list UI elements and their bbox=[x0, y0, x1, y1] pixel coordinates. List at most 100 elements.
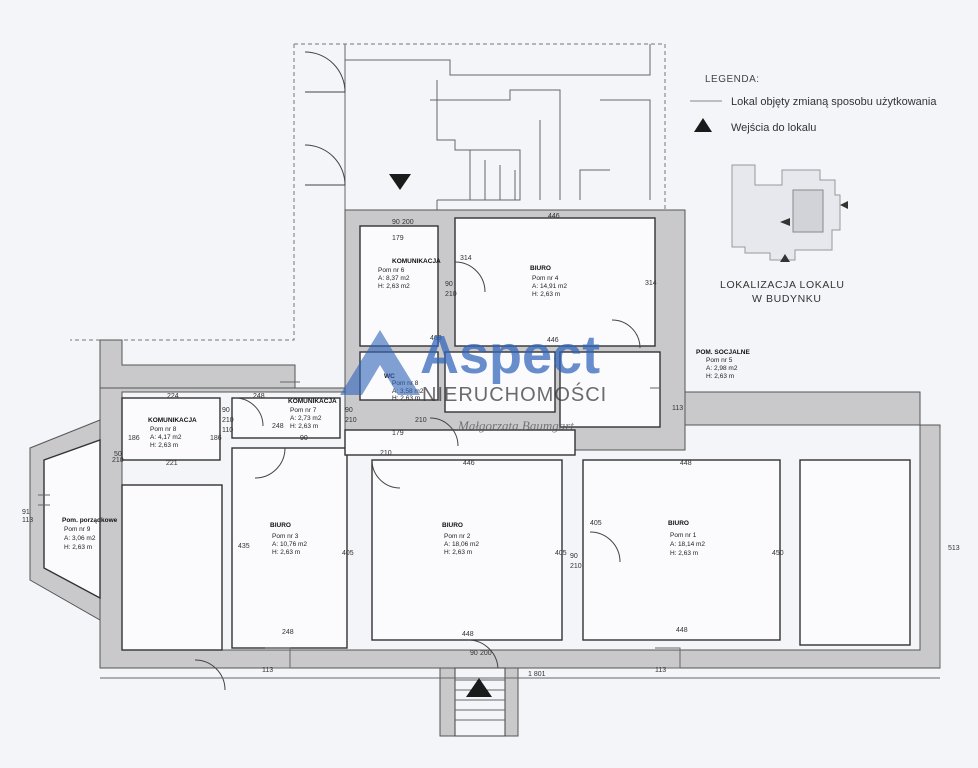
room-1-office bbox=[582, 459, 781, 641]
room-4-name: Pom nr 4 bbox=[532, 275, 559, 282]
room-9-area: A: 3,06 m2 bbox=[64, 535, 96, 542]
room-8-label: KOMUNIKACJA Pom nr 8 A: 4,17 m2 H: 2,63 … bbox=[148, 417, 197, 449]
dim-405-right: 405 bbox=[555, 550, 567, 557]
room-7-area: A: 2,73 m2 bbox=[290, 415, 322, 422]
dim-90-top: 90 bbox=[392, 219, 400, 226]
dim-210-wc: 210 bbox=[415, 417, 427, 424]
dim-200-bottom: 200 bbox=[480, 650, 492, 657]
room-6-name: Pom nr 6 bbox=[378, 267, 405, 274]
entrance-marker-bottom bbox=[466, 678, 492, 697]
dim-90-room8: 90 bbox=[222, 407, 230, 414]
overall-dimension-line bbox=[100, 428, 941, 679]
room-2-office bbox=[371, 459, 563, 641]
left-tall-room bbox=[121, 484, 223, 651]
dim-248-mid: 248 bbox=[272, 423, 284, 430]
dim-468: 468 bbox=[430, 335, 442, 342]
dim-224: 224 bbox=[167, 393, 179, 400]
room-4-height: H: 2,63 m bbox=[532, 291, 560, 298]
room-5-area: A: 2,98 m2 bbox=[706, 365, 738, 372]
room-3-label: BIURO Pom nr 3 A: 10,76 m2 H: 2,63 m bbox=[270, 522, 307, 556]
room-7-height: H: 2,63 m bbox=[290, 423, 318, 430]
entrance-marker-top bbox=[389, 174, 411, 190]
location-mini-map bbox=[731, 164, 848, 262]
dim-314-left: 314 bbox=[460, 255, 472, 262]
legend-item-line: Lokal objęty zmianą sposobu użytkowania bbox=[731, 96, 937, 108]
watermark-brand: Aspect bbox=[420, 325, 600, 385]
dim-248-top: 248 bbox=[253, 393, 265, 400]
room-3-name: Pom nr 3 bbox=[272, 533, 299, 540]
dim-446-room4: 446 bbox=[547, 337, 559, 344]
dim-90-room7: 90 bbox=[345, 407, 353, 414]
room-1-type: BIURO bbox=[668, 520, 689, 527]
door-arc-wc bbox=[429, 417, 459, 447]
room-9-label: Pom. porządkowe Pom nr 9 A: 3,06 m2 H: 2… bbox=[62, 517, 118, 551]
room-7-label: KOMUNIKACJA Pom nr 7 A: 2,73 m2 H: 2,63 … bbox=[288, 398, 337, 430]
room-6-label: KOMUNIKACJA Pom nr 6 A: 8,37 m2 H: 2,63 … bbox=[378, 258, 441, 290]
room-6-type: KOMUNIKACJA bbox=[392, 258, 441, 265]
location-title-line1: LOKALIZACJA LOKALU bbox=[720, 279, 845, 291]
dim-90-room1: 90 bbox=[570, 553, 578, 560]
room-3-area: A: 10,76 m2 bbox=[272, 541, 307, 548]
upper-door-arc-1 bbox=[304, 51, 346, 93]
room-6-area: A: 8,37 m2 bbox=[378, 275, 410, 282]
door-arc-left bbox=[194, 659, 226, 691]
dimension-labels: 446 446 448 448 448 446 248 248 248 224 … bbox=[22, 213, 960, 678]
outer-wall-lower bbox=[99, 339, 296, 391]
dim-210-room4: 210 bbox=[445, 291, 457, 298]
dim-450: 450 bbox=[772, 550, 784, 557]
room-1-label: BIURO Pom nr 1 A: 18,14 m2 H: 2,63 m bbox=[668, 520, 705, 557]
legend-title: LEGENDA: bbox=[705, 74, 760, 85]
dim-200-top: 200 bbox=[402, 219, 414, 226]
watermark: Aspect NIERUCHOMOŚCI Małgorzata Baumgart bbox=[340, 325, 607, 433]
location-title-line2: W BUDYNKU bbox=[752, 293, 822, 305]
dim-91: 91 bbox=[22, 509, 30, 516]
room-4-office bbox=[454, 217, 656, 347]
room-9-utility bbox=[43, 439, 101, 600]
dim-110: 110 bbox=[222, 427, 233, 434]
watermark-subtitle: NIERUCHOMOŚCI bbox=[422, 382, 607, 406]
room-2-height: H: 2,63 m bbox=[444, 549, 472, 556]
dim-448-bottom: 448 bbox=[462, 631, 474, 638]
dim-179-bottom: 179 bbox=[392, 430, 404, 437]
door-arc-room-4 bbox=[454, 261, 486, 293]
door-arc-room-1 bbox=[589, 531, 621, 563]
door-arc-kitchen bbox=[611, 319, 641, 349]
watermark-signature: Małgorzata Baumgart bbox=[457, 418, 574, 433]
watermark-logo-icon bbox=[340, 330, 420, 395]
room-4-type: BIURO bbox=[530, 265, 551, 272]
room-9-height: H: 2,63 m bbox=[64, 544, 92, 551]
room-5-name: Pom nr 5 bbox=[706, 357, 733, 364]
door-arc-room-7 bbox=[234, 397, 264, 427]
room-7-corridor bbox=[231, 397, 341, 439]
room-2-name: Pom nr 2 bbox=[444, 533, 471, 540]
dim-446-room2: 446 bbox=[463, 460, 475, 467]
room-5-height: H: 2,63 m bbox=[706, 373, 734, 380]
door-arc-bottom bbox=[467, 639, 499, 671]
room-1-area: A: 18,14 m2 bbox=[670, 541, 705, 548]
room-8-type: KOMUNIKACJA bbox=[148, 417, 197, 424]
dim-186-left: 186 bbox=[128, 435, 140, 442]
dim-210-corridor: 210 bbox=[380, 450, 392, 457]
room-4-label: BIURO Pom nr 4 A: 14,91 m2 H: 2,63 m bbox=[530, 265, 567, 298]
dim-179-top: 179 bbox=[392, 235, 404, 242]
wc-annex bbox=[444, 351, 556, 413]
room-7-name: Pom nr 7 bbox=[290, 407, 317, 414]
room-3-type: BIURO bbox=[270, 522, 291, 529]
dim-50: 50 bbox=[114, 451, 122, 458]
room-1-height: H: 2,63 m bbox=[670, 550, 698, 557]
door-arc-room-2 bbox=[371, 459, 401, 489]
room-2-label: BIURO Pom nr 2 A: 18,06 m2 H: 2,63 m bbox=[442, 522, 479, 556]
room-9-name: Pom nr 9 bbox=[64, 526, 91, 533]
dim-446-top: 446 bbox=[548, 213, 560, 220]
room-8-corridor bbox=[121, 397, 221, 461]
dim-405-left: 405 bbox=[342, 550, 354, 557]
legend-entrance-icon bbox=[694, 118, 712, 132]
dim-113-utility: 113 bbox=[22, 517, 33, 524]
central-corridor bbox=[344, 429, 576, 456]
dim-113-right: 113 bbox=[655, 667, 666, 674]
upper-door-arc-2 bbox=[304, 144, 346, 186]
dim-448-room1-bottom: 448 bbox=[676, 627, 688, 634]
door-arc-room-3 bbox=[254, 447, 286, 479]
room-6-corridor bbox=[359, 225, 439, 347]
